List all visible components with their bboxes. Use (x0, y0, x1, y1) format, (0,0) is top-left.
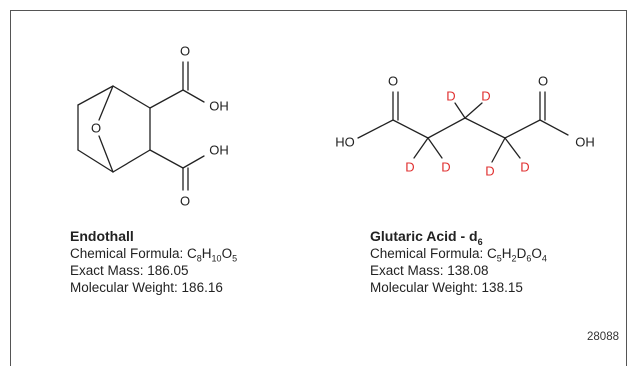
bond (464, 102, 483, 119)
formula-count: 5 (232, 253, 238, 264)
atom-hydroxyl: OH (575, 135, 595, 150)
compound-name: Endothall (70, 228, 134, 244)
exact-mass: Exact Mass: 138.08 (370, 263, 489, 278)
bond (464, 117, 506, 139)
formula-count: 4 (541, 253, 547, 264)
bond (413, 137, 429, 159)
molecular-weight: Molecular Weight: 186.16 (70, 280, 223, 295)
chemical-formula: Chemical Formula: C5H2D6O4 (370, 246, 547, 264)
atom-oxygen: O (388, 74, 398, 89)
atom-deuterium: D (405, 160, 414, 175)
endothall-info: Endothall Chemical Formula: C8H10O5 Exac… (70, 228, 237, 296)
atom-deuterium: D (446, 89, 455, 104)
glutaric-info: Glutaric Acid - d6 Chemical Formula: C5H… (370, 228, 547, 296)
bond (504, 119, 541, 139)
formula-element: H (201, 246, 212, 261)
atom-hydroxyl: HO (335, 135, 355, 150)
figure-code: 28088 (587, 331, 619, 343)
bond (182, 89, 205, 103)
atom-deuterium: D (485, 164, 494, 179)
formula-element: H (501, 246, 512, 261)
bond (98, 135, 114, 173)
bond (112, 85, 151, 109)
bond (149, 149, 184, 169)
bond (491, 137, 506, 163)
bond (149, 89, 184, 109)
atom-deuterium: D (441, 160, 450, 175)
formula-value: C5H2D6O4 (487, 246, 547, 264)
bond (427, 117, 466, 139)
compound-name: Glutaric Acid - d6 (370, 228, 483, 247)
chemical-formula: Chemical Formula: C8H10O5 (70, 246, 238, 264)
structures-canvas: O OH O OH O HO O O OH D D D D D D (77, 44, 595, 209)
formula-element: O (531, 246, 542, 261)
atom-oxygen: O (180, 194, 190, 209)
formula-element: D (516, 246, 527, 261)
bond (182, 155, 205, 169)
atom-deuterium: D (481, 89, 490, 104)
bond (77, 85, 114, 106)
bond (539, 119, 569, 136)
atom-hydroxyl: OH (209, 99, 229, 114)
bond (427, 137, 443, 159)
figure-frame (10, 10, 627, 366)
formula-count: 5 (496, 253, 502, 264)
atom-deuterium: D (520, 160, 529, 175)
bond (392, 119, 429, 139)
bond (454, 102, 466, 119)
formula-count: 2 (511, 253, 517, 264)
bond (357, 119, 394, 139)
glutaric-structure: HO O O OH D D D D D D (335, 74, 595, 179)
bond (112, 149, 151, 173)
bond (98, 85, 114, 121)
formula-count: 6 (526, 253, 532, 264)
molecular-weight: Molecular Weight: 138.15 (370, 280, 523, 295)
formula-count: 8 (196, 253, 202, 264)
formula-element: O (221, 246, 233, 261)
formula-count: 10 (211, 253, 222, 264)
atom-hydroxyl: OH (209, 143, 229, 158)
formula-value: C8H10O5 (187, 246, 238, 264)
formula-element: C (187, 246, 197, 261)
formula-element: C (487, 246, 497, 261)
atom-oxygen: O (538, 74, 548, 89)
bond (504, 137, 521, 159)
bond (77, 149, 114, 173)
atom-oxygen: O (180, 44, 190, 59)
exact-mass: Exact Mass: 186.05 (70, 263, 189, 278)
endothall-structure: O OH O OH O (77, 44, 229, 209)
atom-oxygen-bridge: O (91, 121, 101, 136)
